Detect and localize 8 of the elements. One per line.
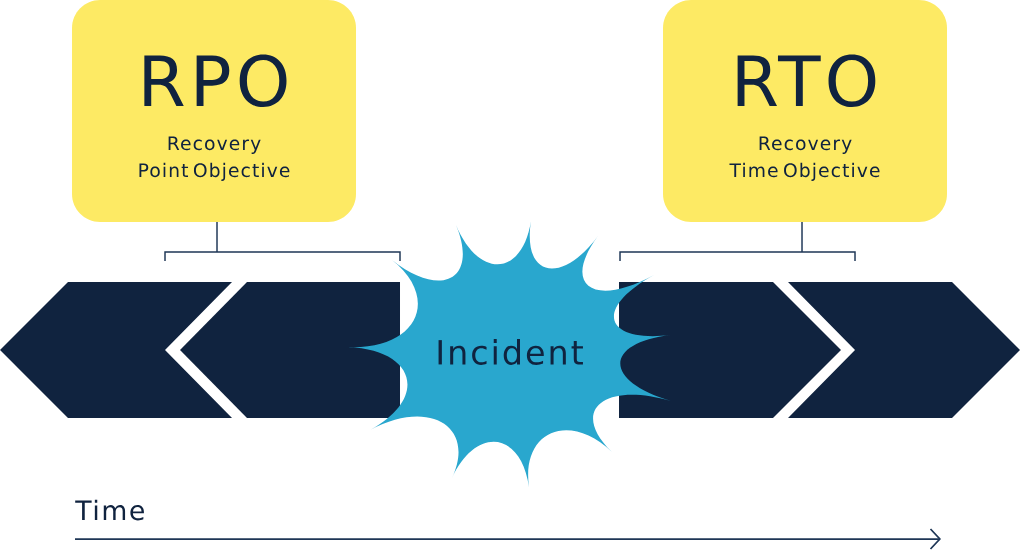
box-heading: RTO xyxy=(737,54,876,107)
box-text: Recovery Time Objective xyxy=(729,136,880,181)
starburst: Incident xyxy=(348,221,671,487)
rounded-box xyxy=(663,0,947,222)
box-text: Recovery Point Objective xyxy=(139,136,290,181)
box-heading: RPO xyxy=(144,54,287,107)
rounded-box xyxy=(72,0,356,222)
axis-label: Time xyxy=(75,499,144,521)
